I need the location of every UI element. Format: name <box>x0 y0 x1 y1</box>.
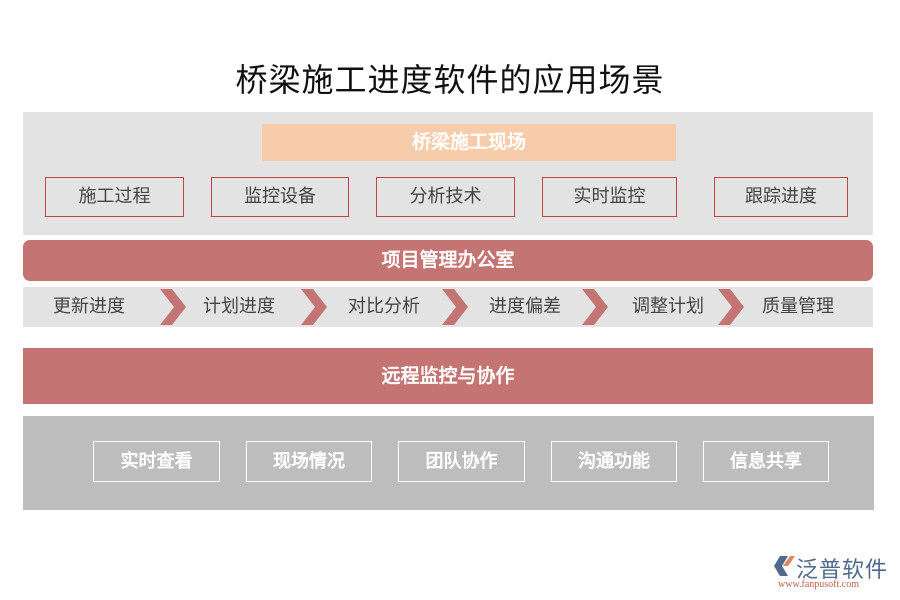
chevron-right-icon <box>442 289 468 325</box>
remote-item-site-status: 现场情况 <box>246 441 372 482</box>
page-title: 桥梁施工进度软件的应用场景 <box>235 61 665 99</box>
remote-header: 远程监控与协作 <box>23 348 873 404</box>
remote-item-team-collab: 团队协作 <box>398 441 525 482</box>
chevron-right-icon <box>160 289 186 325</box>
chevron-right-icon <box>582 289 608 325</box>
chevron-right-icon <box>301 289 327 325</box>
flow-step-deviation: 进度偏差 <box>489 296 561 317</box>
process-flow: 更新进度 计划进度 对比分析 进度偏差 调整计划 质量管理 <box>23 287 873 327</box>
site-item-track-progress: 跟踪进度 <box>714 177 848 217</box>
flow-step-plan: 计划进度 <box>203 296 275 317</box>
logo-url: www.fanpusoft.com <box>778 579 860 590</box>
site-item-construction-process: 施工过程 <box>45 177 184 217</box>
site-item-analysis-tech: 分析技术 <box>376 177 515 217</box>
remote-panel <box>23 416 874 510</box>
flow-step-compare: 对比分析 <box>348 296 420 317</box>
remote-item-info-sharing: 信息共享 <box>703 441 829 482</box>
brand-logo: 泛普软件 www.fanpusoft.com <box>770 552 895 594</box>
flow-step-quality: 质量管理 <box>762 296 834 317</box>
flow-step-adjust: 调整计划 <box>632 296 704 317</box>
flow-step-update: 更新进度 <box>53 296 125 317</box>
site-item-monitoring-equipment: 监控设备 <box>211 177 349 217</box>
remote-item-communication: 沟通功能 <box>551 441 677 482</box>
logo-icon <box>774 556 795 576</box>
site-item-realtime-monitoring: 实时监控 <box>542 177 677 217</box>
remote-item-realtime-view: 实时查看 <box>93 441 220 482</box>
office-header: 项目管理办公室 <box>23 240 873 281</box>
chevron-right-icon <box>718 289 744 325</box>
site-header: 桥梁施工现场 <box>262 124 676 161</box>
logo-name: 泛普软件 <box>796 558 889 583</box>
